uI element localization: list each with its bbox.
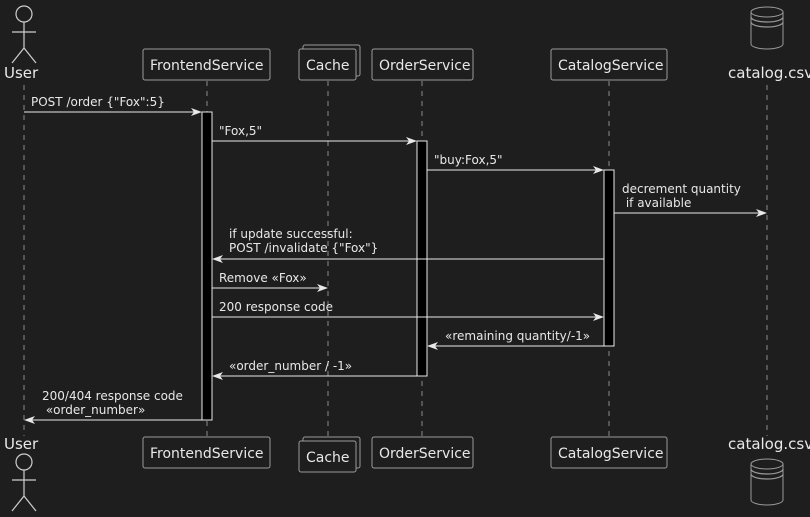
svg-text:«remaining quantity/-1»: «remaining quantity/-1» [445,329,590,343]
message-9: «order_number / -1» [212,359,417,380]
message-3: "buy:Fox,5" [427,153,604,174]
participant-label: FrontendService [150,58,264,74]
svg-text:POST /order {"Fox":5}: POST /order {"Fox":5} [31,95,165,109]
message-10: 200/404 response code «order_number» [24,389,202,424]
svg-text:«order_number / -1»: «order_number / -1» [229,359,352,373]
participant-catalog-top: CatalogService [550,48,668,81]
message-2: "Fox,5" [212,124,417,145]
participant-label: catalog.csv [728,435,810,453]
participant-order-top: OrderService [371,48,474,81]
participant-frontend-bottom: FrontendService [142,436,271,469]
svg-text:"buy:Fox,5": "buy:Fox,5" [434,153,503,167]
participant-label: OrderService [379,446,471,462]
svg-text:200/404 response code: 200/404 response code [42,389,183,403]
participant-label: OrderService [379,58,471,74]
participant-csv-top: catalog.csv [728,6,810,82]
message-8: «remaining quantity/-1» [427,329,604,350]
activation-catalog [603,169,615,347]
participant-label: Cache [306,450,350,466]
svg-text:if update successful:: if update successful: [229,227,353,241]
svg-text:decrement quantity: decrement quantity [622,182,741,196]
participant-label: Cache [306,58,350,74]
participant-label: catalog.csv [728,64,810,82]
participant-catalog-bottom: CatalogService [550,436,668,469]
actor-icon [11,453,37,512]
participant-cache-bottom: Cache [298,436,361,473]
activation-frontend [201,111,213,421]
svg-text:Remove «Fox»: Remove «Fox» [219,271,307,285]
message-6: Remove «Fox» [212,271,328,292]
message-4: decrement quantity if available [614,182,767,217]
participant-label: FrontendService [150,446,264,462]
participant-csv-bottom: catalog.csv [728,435,810,506]
participant-user-bottom: User [4,435,39,512]
actor-icon [11,5,37,64]
participant-label: CatalogService [558,446,664,462]
participant-order-bottom: OrderService [371,436,474,469]
participant-frontend-top: FrontendService [142,48,271,81]
message-5: if update successful: POST /invalidate {… [212,227,604,263]
participant-label: User [4,435,39,453]
database-icon [750,458,784,506]
database-icon [750,6,784,50]
message-7: 200 response code [212,300,604,321]
participant-label: User [4,64,39,82]
participant-user-top: User [4,5,39,82]
svg-text:if available: if available [622,196,691,210]
svg-text:"Fox,5": "Fox,5" [219,124,262,138]
participant-cache-top: Cache [298,44,361,81]
svg-text:200 response code: 200 response code [219,300,333,314]
participant-label: CatalogService [558,58,664,74]
svg-text:POST /invalidate {"Fox"}: POST /invalidate {"Fox"} [229,241,378,255]
message-1: POST /order {"Fox":5} [24,95,202,116]
svg-text:«order_number»: «order_number» [42,403,145,417]
